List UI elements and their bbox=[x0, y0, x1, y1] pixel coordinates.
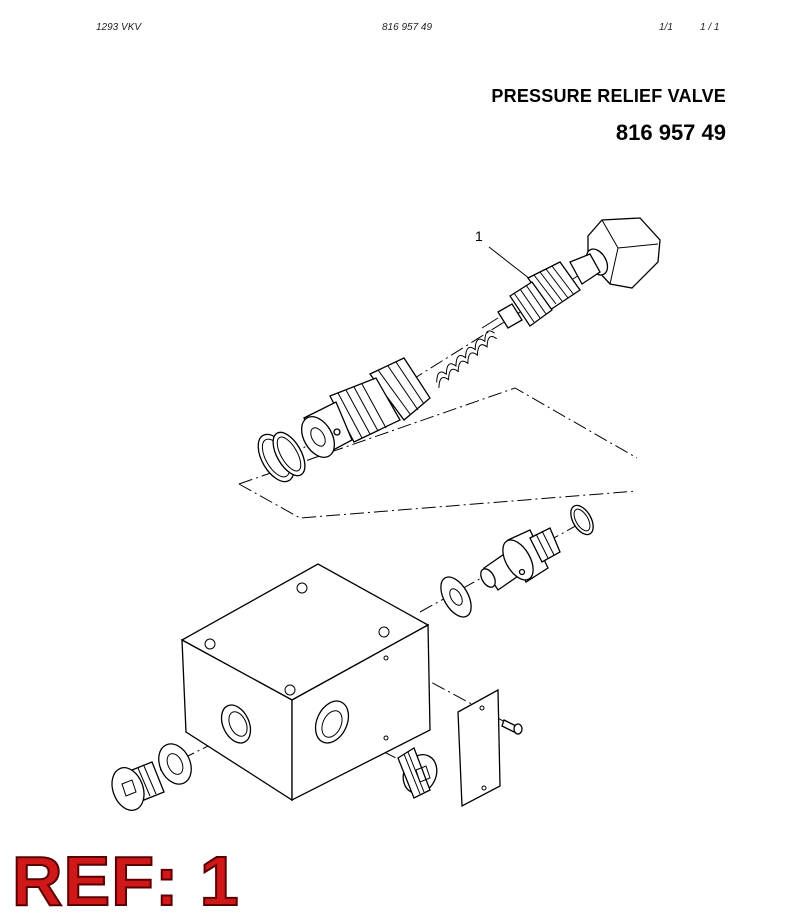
washer-left bbox=[158, 743, 192, 785]
plug-right bbox=[397, 747, 438, 799]
spring bbox=[436, 330, 497, 388]
manifold-block bbox=[180, 563, 431, 802]
valve-housing bbox=[300, 357, 431, 458]
cover-plate bbox=[457, 688, 501, 808]
page-title: PRESSURE RELIEF VALVE bbox=[491, 86, 726, 106]
plug-left bbox=[111, 761, 165, 811]
callout-1: 1 bbox=[475, 228, 531, 280]
header-page-a: 1/1 bbox=[659, 22, 673, 33]
o-ring-lower-right bbox=[570, 504, 594, 536]
ref-label: REF: 1 bbox=[11, 842, 240, 920]
o-ring-upper-left bbox=[257, 431, 306, 483]
callout-number-1: 1 bbox=[475, 228, 483, 244]
relief-cartridge bbox=[481, 253, 601, 329]
centerline-upper bbox=[267, 261, 601, 471]
part-number: 816 957 49 bbox=[615, 120, 726, 145]
header-code: 1293 VKV bbox=[96, 22, 142, 33]
header-page-b: 1 / 1 bbox=[700, 22, 720, 33]
adjusting-cap bbox=[585, 217, 661, 289]
header-part-number: 816 957 49 bbox=[382, 22, 433, 33]
washer-middle bbox=[440, 576, 472, 618]
small-screw bbox=[501, 719, 523, 735]
piston-poppet bbox=[480, 527, 561, 591]
